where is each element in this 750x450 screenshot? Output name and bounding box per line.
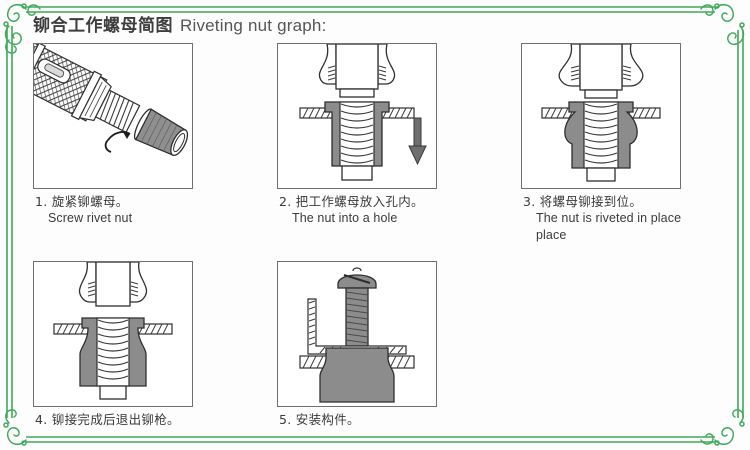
step-3-caption-cn: 3. 将螺母铆接到位。 (523, 194, 643, 209)
step-5-caption: 5. 安装构件。 (279, 411, 360, 428)
step-2-caption: 2. 把工作螺母放入孔内。 The nut into a hole (279, 193, 424, 227)
page-title: 铆合工作螺母简图 Riveting nut graph: (33, 11, 327, 36)
down-arrow-icon (408, 117, 427, 166)
step-3-caption: 3. 将螺母铆接到位。 The nut is riveted in place … (523, 193, 681, 244)
step-3-caption-en-line2: place (536, 228, 567, 242)
step-5-caption-cn: 5. 安装构件。 (279, 412, 360, 427)
step-4-figure (33, 261, 193, 407)
step-1-caption-en: Screw rivet nut (48, 211, 133, 225)
step-4-caption: 4. 铆接完成后退出铆枪。 (35, 411, 180, 428)
step-4-caption-cn: 4. 铆接完成后退出铆枪。 (35, 412, 180, 427)
page-title-cn: 铆合工作螺母简图 (33, 16, 173, 36)
step-1-figure (33, 43, 193, 189)
step-3-figure (521, 43, 681, 189)
step-2-caption-cn: 2. 把工作螺母放入孔内。 (279, 194, 424, 209)
page-title-en: Riveting nut graph: (180, 16, 327, 35)
step-5-figure (277, 261, 437, 407)
step-1-caption: 1. 旋紧铆螺母。 Screw rivet nut (35, 193, 132, 227)
step-2-caption-en: The nut into a hole (292, 211, 398, 225)
step-2-figure (277, 43, 437, 189)
step-1-caption-cn: 1. 旋紧铆螺母。 (35, 194, 129, 209)
step-3-caption-en: The nut is riveted in place (536, 211, 682, 225)
